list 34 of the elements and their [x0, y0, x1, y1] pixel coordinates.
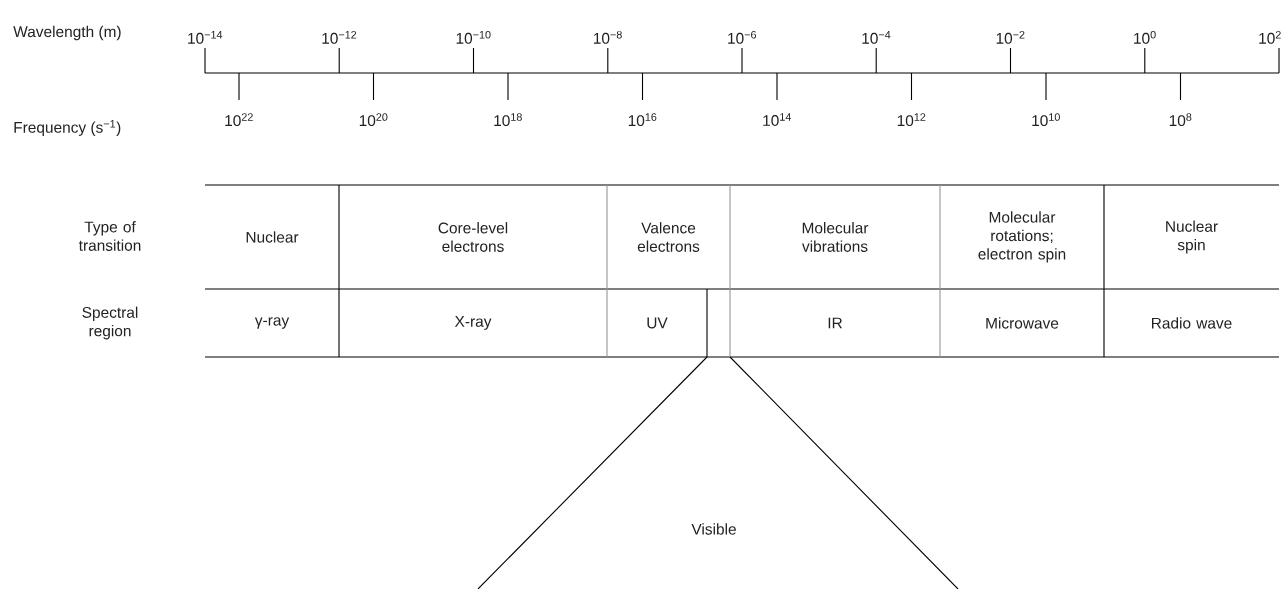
tick-label: 10$^{18}$	[494, 113, 522, 127]
table-cell: Molecular vibrations	[802, 222, 869, 252]
table-cell: UV	[647, 317, 668, 329]
row-header: Type of transition	[78, 221, 141, 251]
table-cell: IR	[828, 317, 842, 329]
tick-label: 10$^{20}$	[359, 113, 388, 127]
table-cell: γ-ray	[254, 317, 290, 329]
tick-label: 10$^{0}$	[1134, 30, 1156, 44]
axis-label: Wavelength (m)	[13, 25, 121, 41]
table-cell: Nuclear	[246, 231, 299, 243]
tick-label: 10$^{16}$	[628, 113, 657, 127]
tick-label: 10$^{−12}$	[322, 30, 357, 44]
table-cell: Radio wave	[1152, 317, 1232, 329]
table-cell: Molecular rotations; electron spin	[978, 211, 1066, 263]
region-label: Visible	[691, 523, 736, 535]
tick-label: 10$^{−6}$	[728, 30, 756, 44]
tick-label: 10$^{−4}$	[862, 31, 891, 44]
table-cell: Microwave	[986, 317, 1059, 329]
tick-label: 10$^{22}$	[225, 113, 253, 127]
table-cell: Valence electrons	[637, 222, 700, 252]
tick-label: 10$^{−8}$	[594, 30, 622, 44]
axis-label: Frequency (s$^{−1}$)	[14, 120, 121, 136]
tick-label: 10$^{10}$	[1032, 113, 1060, 127]
table-cell: X-ray	[454, 316, 492, 330]
row-header: Spectral region	[82, 306, 138, 340]
table-cell: Nuclear spin	[1166, 220, 1218, 254]
table-cell: Core-level electrons	[438, 222, 508, 252]
tick-label: 10$^{−14}$	[188, 31, 223, 44]
tick-label: 10$^{−2}$	[996, 30, 1025, 44]
tick-label: 10$^{8}$	[1169, 113, 1192, 127]
tick-label: 10$^{12}$	[897, 113, 926, 127]
tick-label: 10$^{−10}$	[456, 30, 491, 44]
tick-label: 10$^{2}$	[1259, 30, 1281, 44]
tick-label: 10$^{14}$	[763, 113, 792, 126]
